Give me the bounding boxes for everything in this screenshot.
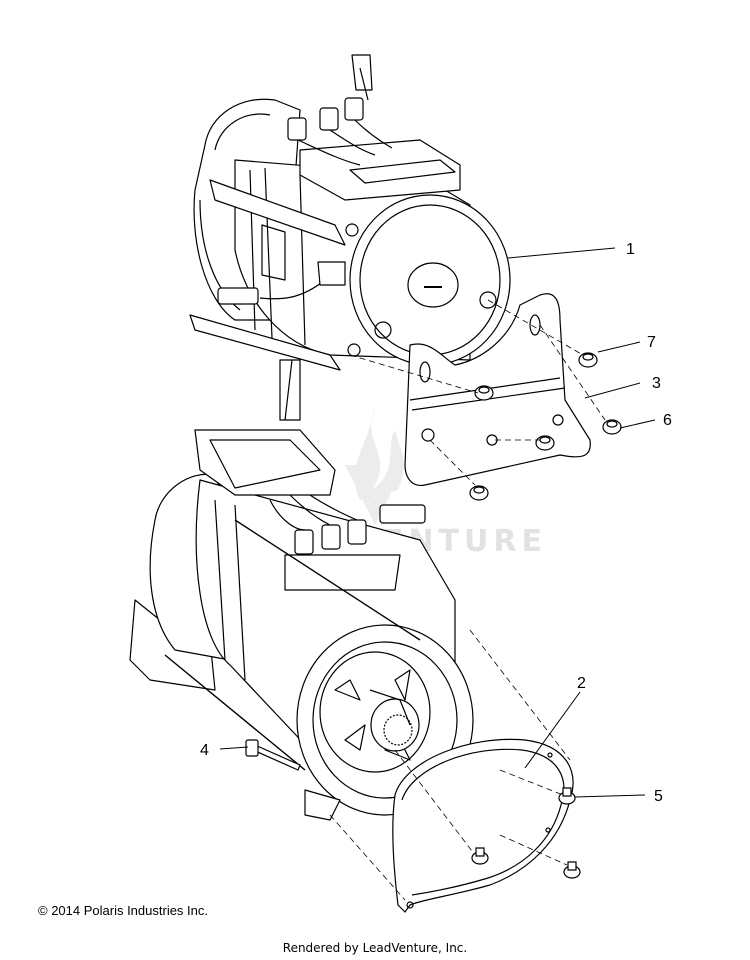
callout-6-bolt: 6 xyxy=(663,412,672,429)
lower-motor-rail xyxy=(164,519,421,771)
end-cover-gasket xyxy=(392,738,574,913)
callout-4-through-bolt: 4 xyxy=(200,742,209,759)
rendered-by-notice: Rendered by LeadVenture, Inc. xyxy=(282,941,468,955)
leadventure-v-logo-mark xyxy=(345,465,405,525)
upper-motor-connector xyxy=(217,287,259,305)
bolt-icon xyxy=(563,861,581,879)
upper-motor-terminal-posts xyxy=(287,54,393,166)
upper-bolts xyxy=(469,352,622,501)
upper-motor-center-plug xyxy=(407,262,459,308)
callout-2-gasket: 2 xyxy=(577,675,586,692)
lower-motor-fan-blades xyxy=(334,669,411,761)
copyright-notice: © 2014 Polaris Industries Inc. xyxy=(38,903,208,918)
lower-motor-shaft xyxy=(370,698,420,752)
upper-motor-side-rail xyxy=(209,179,346,246)
bolt-icon xyxy=(558,787,576,805)
bolt-icon xyxy=(471,847,489,865)
lower-motor-connector xyxy=(379,504,426,524)
upper-motor-terminal-box xyxy=(299,139,461,201)
callout-1-motor-end-cap: 1 xyxy=(626,241,635,258)
upper-motor-assembly xyxy=(189,54,511,371)
callout-3-bracket: 3 xyxy=(652,375,661,392)
bolt-icon xyxy=(578,352,598,368)
bolt-icon xyxy=(602,419,622,435)
bolt-icon xyxy=(469,485,489,501)
leader-lines xyxy=(219,247,656,798)
through-bolt xyxy=(245,739,301,771)
callout-5-screw: 5 xyxy=(654,788,663,805)
upper-motor-label-plate xyxy=(261,224,286,281)
lower-motor-top-probe xyxy=(279,359,301,421)
lower-bolts xyxy=(471,787,581,879)
lower-motor-terminal-posts xyxy=(269,494,401,591)
alignment-lines xyxy=(329,299,606,901)
callout-7-bolt: 7 xyxy=(647,334,656,351)
callout-numbers: 1 2 3 4 5 6 7 xyxy=(200,241,672,805)
bolt-icon xyxy=(474,385,494,401)
bolt-icon xyxy=(535,435,555,451)
